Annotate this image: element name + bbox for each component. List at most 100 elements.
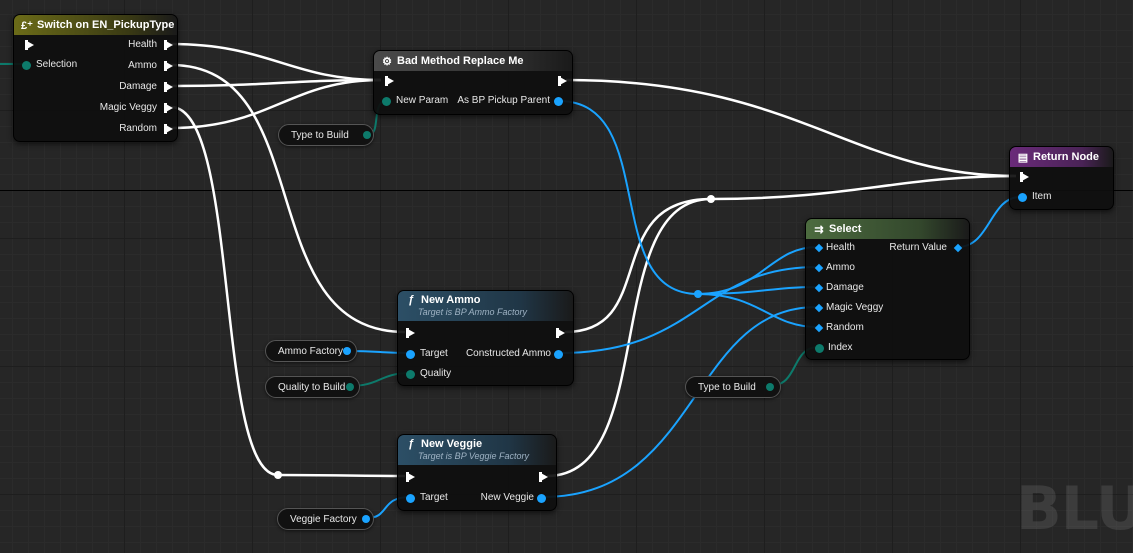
switch-out-ammo-pin[interactable] xyxy=(164,61,173,71)
switch-exec-in-pin[interactable] xyxy=(25,40,34,50)
new-veggie-node-header[interactable]: ƒ New Veggie Target is BP Veggie Factory xyxy=(398,435,556,465)
new-ammo-node[interactable]: ƒ New Ammo Target is BP Ammo Factory Tar… xyxy=(397,290,574,386)
veggie-factory-label: Veggie Factory xyxy=(290,513,357,525)
select-magic-veggy-label: Magic Veggy xyxy=(826,302,884,313)
select-node-header[interactable]: ⇉ Select xyxy=(806,219,969,239)
quality-pin[interactable] xyxy=(406,370,415,379)
grid-axis-horizontal xyxy=(0,190,1133,191)
return-value-label: Return Value xyxy=(889,242,947,253)
new-param-pin[interactable] xyxy=(382,97,391,106)
select-magic-veggy-pin[interactable] xyxy=(814,303,824,313)
type-to-build-label-2: Type to Build xyxy=(698,381,756,393)
new-veggie-target-label: Target xyxy=(420,492,448,503)
new-ammo-exec-out-pin[interactable] xyxy=(556,328,565,338)
quality-to-build-pin[interactable] xyxy=(346,383,354,391)
exec-wire xyxy=(170,42,382,82)
selection-label: Selection xyxy=(36,59,78,70)
return-node-title: Return Node xyxy=(1033,151,1099,163)
switch-out-damage-pin[interactable] xyxy=(164,82,173,92)
bad-method-exec-out-pin[interactable] xyxy=(558,76,567,86)
object-wire xyxy=(558,266,818,354)
wire-reroute-knot xyxy=(707,195,715,203)
switch-out-random-pin[interactable] xyxy=(164,124,173,134)
bad-method-exec-in-pin[interactable] xyxy=(385,76,394,86)
constructed-ammo-label: Constructed Ammo xyxy=(465,348,551,359)
type-to-build-pin[interactable] xyxy=(363,131,371,139)
ammo-factory-pin[interactable] xyxy=(343,347,351,355)
return-value-pin[interactable] xyxy=(953,243,963,253)
new-ammo-target-pin[interactable] xyxy=(406,350,415,359)
function-icon: ƒ xyxy=(407,294,415,306)
new-ammo-target-label: Target xyxy=(420,348,448,359)
select-node-title: Select xyxy=(829,223,862,235)
exec-wire xyxy=(170,78,382,88)
select-ammo-pin[interactable] xyxy=(814,263,824,273)
bad-method-node-header[interactable]: ⚙ Bad Method Replace Me xyxy=(374,51,572,71)
constructed-ammo-pin[interactable] xyxy=(554,350,563,359)
ammo-factory-label: Ammo Factory xyxy=(278,345,344,357)
select-index-pin[interactable] xyxy=(815,344,824,353)
bad-method-node[interactable]: ⚙ Bad Method Replace Me New Param As BP … xyxy=(373,50,573,115)
return-item-pin[interactable] xyxy=(1018,193,1027,202)
as-bp-pickup-parent-pin[interactable] xyxy=(554,97,563,106)
return-node[interactable]: ▤ Return Node Item xyxy=(1009,146,1114,210)
new-veggie-node[interactable]: ƒ New Veggie Target is BP Veggie Factory… xyxy=(397,434,557,511)
veggie-factory-getter[interactable]: Veggie Factory xyxy=(277,508,374,530)
new-ammo-node-title: New Ammo xyxy=(421,294,481,306)
as-bp-pickup-parent-label: As BP Pickup Parent xyxy=(457,95,550,106)
new-ammo-node-header[interactable]: ƒ New Ammo Target is BP Ammo Factory xyxy=(398,291,573,321)
new-veggie-exec-in-pin[interactable] xyxy=(406,472,415,482)
switch-node-title: Switch on EN_PickupType xyxy=(37,19,175,31)
return-exec-in-pin[interactable] xyxy=(1020,172,1029,182)
new-veggie-node-title: New Veggie xyxy=(421,438,483,450)
exec-wire xyxy=(170,78,382,130)
quality-to-build-getter[interactable]: Quality to Build xyxy=(265,376,360,398)
blueprint-watermark: BLUE xyxy=(1016,474,1133,544)
new-veggie-output-label: New Veggie xyxy=(480,492,534,503)
quality-to-build-label: Quality to Build xyxy=(278,381,346,393)
type-to-build-label: Type to Build xyxy=(291,129,349,141)
select-damage-label: Damage xyxy=(826,282,864,293)
new-veggie-output-pin[interactable] xyxy=(537,494,546,503)
veggie-factory-pin[interactable] xyxy=(362,515,370,523)
switch-icon: £⁺ xyxy=(21,19,33,32)
new-ammo-exec-in-pin[interactable] xyxy=(406,328,415,338)
exec-wire xyxy=(170,63,406,334)
object-wire xyxy=(697,293,818,328)
type-to-build-getter-2[interactable]: Type to Build xyxy=(685,376,781,398)
switch-out-random-label: Random xyxy=(119,123,157,134)
new-veggie-exec-out-pin[interactable] xyxy=(539,472,548,482)
selection-pin[interactable] xyxy=(22,61,31,70)
ammo-factory-getter[interactable]: Ammo Factory xyxy=(265,340,357,362)
gear-icon: ⚙ xyxy=(382,55,392,68)
new-veggie-node-subtitle: Target is BP Veggie Factory xyxy=(418,451,530,461)
switch-out-ammo-label: Ammo xyxy=(128,60,157,71)
select-damage-pin[interactable] xyxy=(814,283,824,293)
select-ammo-label: Ammo xyxy=(826,262,855,273)
object-wire xyxy=(697,286,818,295)
switch-node[interactable]: £⁺ Switch on EN_PickupType Selection Hea… xyxy=(13,14,178,142)
type-to-build-pin-2[interactable] xyxy=(766,383,774,391)
select-random-label: Random xyxy=(826,322,864,333)
select-random-pin[interactable] xyxy=(814,323,824,333)
function-icon: ƒ xyxy=(407,438,415,450)
bad-method-node-title: Bad Method Replace Me xyxy=(397,55,524,67)
select-health-pin[interactable] xyxy=(814,243,824,253)
switch-out-magic-veggy-pin[interactable] xyxy=(164,103,173,113)
select-node[interactable]: ⇉ Select Health Return Value Ammo Damage… xyxy=(805,218,970,360)
object-wire xyxy=(697,246,818,295)
return-node-header[interactable]: ▤ Return Node xyxy=(1010,147,1113,167)
switch-out-damage-label: Damage xyxy=(119,81,157,92)
exec-wire xyxy=(565,78,1017,178)
return-item-label: Item xyxy=(1032,191,1052,202)
quality-label: Quality xyxy=(420,368,452,379)
new-veggie-target-pin[interactable] xyxy=(406,494,415,503)
exec-wire xyxy=(170,105,406,478)
select-icon: ⇉ xyxy=(814,223,824,236)
switch-out-health-pin[interactable] xyxy=(164,40,173,50)
type-to-build-getter[interactable]: Type to Build xyxy=(278,124,374,146)
switch-node-header[interactable]: £⁺ Switch on EN_PickupType xyxy=(14,15,177,35)
wire-reroute-knot xyxy=(274,471,282,479)
new-ammo-node-subtitle: Target is BP Ammo Factory xyxy=(418,307,528,317)
object-wire xyxy=(542,306,818,498)
